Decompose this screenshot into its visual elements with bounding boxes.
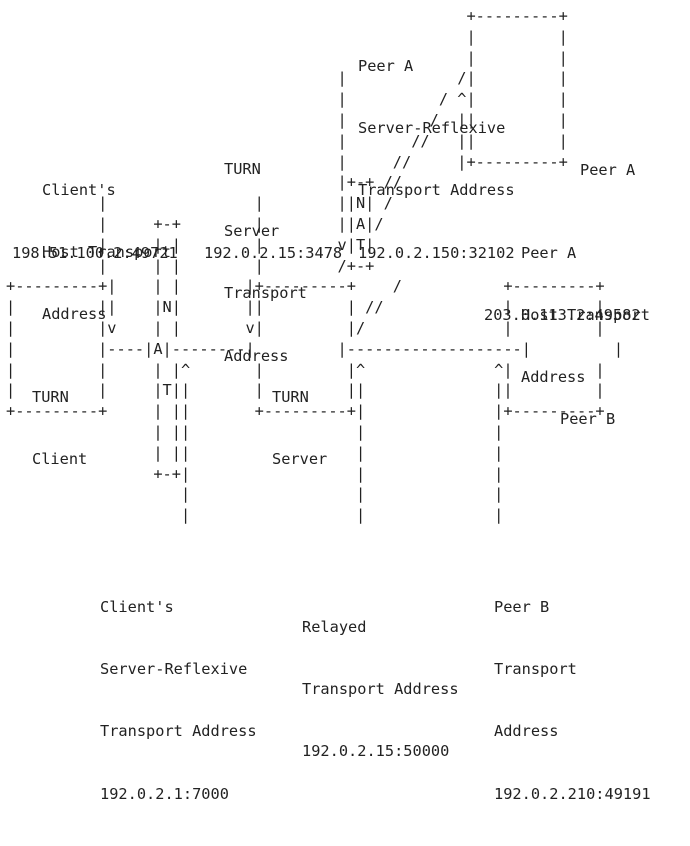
peer-a-srflx-label: Peer A Server-Reflexive Transport Addres… [358,56,515,262]
peer-a-host-label: Peer A Host Transport Address [521,243,650,387]
turn-server-box: TURN Server [272,345,327,511]
turn-server-label-2: Server [272,449,328,468]
peer-a-box-label: Peer A [580,160,636,179]
turn-server-address-label: TURN Server Transport Address [224,159,307,365]
peer-b-box: Peer B [560,367,615,471]
diagram-lines: +---------+ | | | | | /| | [6,7,624,525]
peer-a-host-address: 203.0.113.2:49582 [484,305,641,324]
turn-client-box: TURN Client [32,345,87,511]
client-host-label: Client's Host Transport Address [42,180,171,324]
turn-server-address: 192.0.2.15:3478 [204,243,343,262]
peer-a-box: Peer A [580,118,635,222]
client-host-address: 198.51.100.2:49721 [12,243,178,262]
turn-server-label-1: TURN [272,387,309,406]
relayed-label: Relayed Transport Address 192.0.2.15:500… [302,617,459,761]
client-srflx-label: Client's Server-Reflexive Transport Addr… [100,597,257,803]
turn-client-label-2: Client [32,449,88,468]
turn-client-label-1: TURN [32,387,69,406]
peer-b-address-label: Peer B Transport Address 192.0.2.210:491… [494,597,651,803]
peer-b-box-label: Peer B [560,409,616,428]
turn-topology-diagram: +---------+ | | | | | /| | [6,7,651,803]
